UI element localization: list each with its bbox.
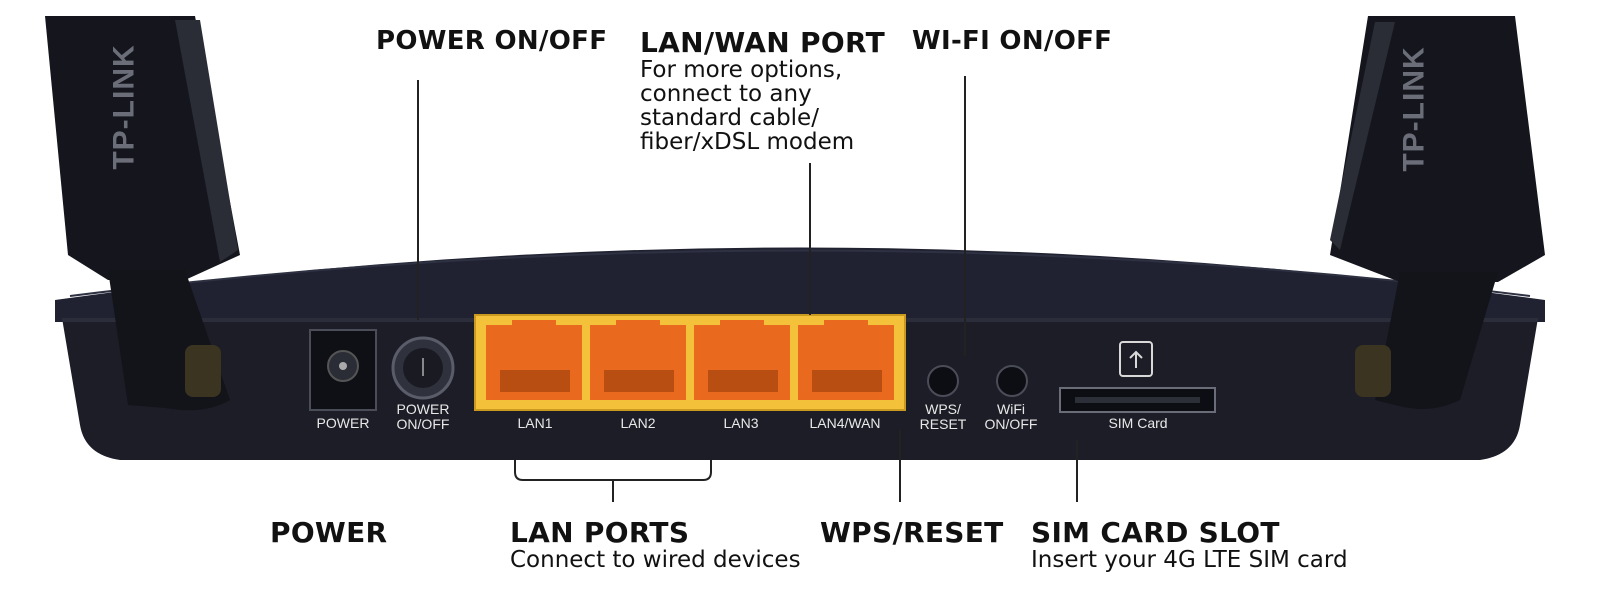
panel-label-lan4-wan: LAN4/WAN — [809, 415, 881, 431]
callout-wps: WPS/RESET — [820, 518, 1004, 548]
panel-label-wps-2: RESET — [919, 416, 967, 432]
callout-wps-title: WPS/RESET — [820, 516, 1004, 549]
lan-ports-bracket — [514, 460, 712, 481]
leader-wifi — [964, 76, 966, 356]
panel-label-power-onoff-2: ON/OFF — [396, 416, 450, 432]
router-top-shell — [55, 247, 1545, 322]
panel-label-wifi-1: WiFi — [997, 401, 1025, 417]
callout-wifi-title: WI-FI ON/OFF — [912, 26, 1113, 56]
leader-power-switch — [417, 80, 419, 320]
callout-power-title: POWER — [270, 516, 388, 549]
panel-label-wps-1: WPS/ — [925, 401, 961, 417]
panel-label-wifi-2: ON/OFF — [984, 416, 1038, 432]
panel-label-lan1: LAN1 — [517, 415, 553, 431]
panel-label-wps: WPS/ RESET — [910, 402, 976, 432]
leader-wps — [899, 430, 901, 502]
callout-lan-wan: LAN/WAN PORT For more options, connect t… — [640, 26, 885, 155]
lan-port-3 — [694, 320, 790, 400]
panel-label-power: POWER — [316, 415, 370, 431]
panel-label-lan2: LAN2 — [620, 415, 656, 431]
callout-lan-ports: LAN PORTS Connect to wired devices — [510, 516, 801, 573]
wifi-button — [996, 365, 1028, 397]
callout-lan-wan-title: LAN/WAN PORT — [640, 26, 885, 59]
callout-power-switch-title: POWER ON/OFF — [376, 26, 608, 56]
lan-port-1 — [486, 320, 582, 400]
left-antenna — [45, 16, 240, 411]
wps-button — [927, 365, 959, 397]
panel-label-lan3: LAN3 — [723, 415, 759, 431]
callout-lan-wan-line-4: fiber/xDSL modem — [640, 129, 855, 155]
power-jack — [309, 329, 377, 411]
right-antenna — [1330, 16, 1545, 409]
panel-label-power-onoff: POWER ON/OFF — [386, 402, 460, 432]
callout-lan-ports-sub: Connect to wired devices — [510, 547, 801, 573]
callout-lan-ports-title: LAN PORTS — [510, 516, 690, 549]
panel-label-wifi: WiFi ON/OFF — [978, 402, 1044, 432]
callout-sim-title: SIM CARD SLOT — [1031, 516, 1280, 549]
callout-wifi: WI-FI ON/OFF — [912, 26, 1112, 56]
leader-sim — [1076, 440, 1078, 502]
brand-logo-right: TP-LINK — [1397, 46, 1431, 172]
callout-lan-wan-line-3: standard cable/ — [640, 105, 819, 131]
callout-power: POWER — [270, 518, 387, 548]
callout-sim-sub: Insert your 4G LTE SIM card — [1031, 547, 1348, 573]
callout-lan-wan-line-1: For more options, — [640, 57, 843, 83]
brand-logo-left: TP-LINK — [107, 44, 141, 170]
callout-sim: SIM CARD SLOT Insert your 4G LTE SIM car… — [1031, 516, 1348, 573]
lan-port-2 — [590, 320, 686, 400]
callout-lan-wan-line-2: connect to any — [640, 81, 812, 107]
leader-lan-wan — [809, 163, 811, 315]
lan-port-4-wan — [798, 320, 894, 400]
panel-label-sim: SIM Card — [1108, 415, 1168, 431]
sim-card-slot — [1059, 341, 1216, 413]
callout-power-switch: POWER ON/OFF — [376, 26, 607, 56]
power-button — [391, 336, 455, 400]
panel-label-power-onoff-1: POWER — [396, 401, 450, 417]
